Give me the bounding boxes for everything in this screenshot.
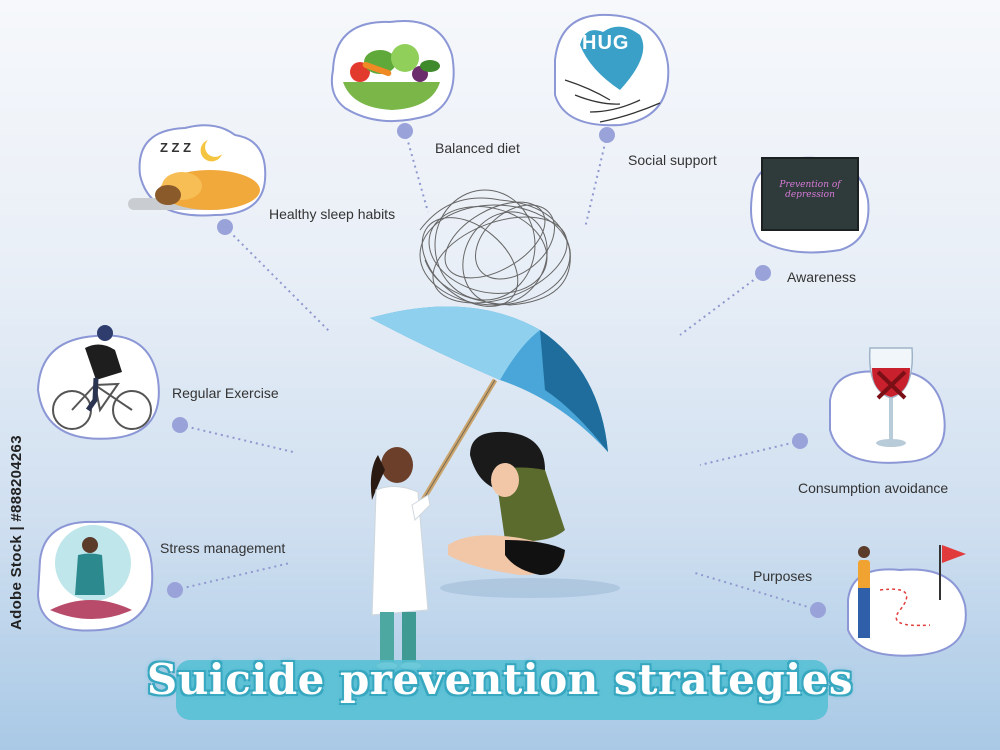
label-stress-management: Stress management (160, 540, 286, 556)
hug-text: HUG (582, 32, 630, 54)
page-title: Suicide prevention strategies (146, 655, 854, 704)
zzz-text: Z Z Z (160, 140, 192, 155)
label-awareness: Awareness (787, 269, 857, 285)
goal-flag-icon (847, 545, 967, 657)
shadow (440, 578, 620, 598)
hug-hands-icon (554, 13, 670, 127)
label-regular-exercise: Regular Exercise (172, 385, 279, 401)
label-balanced-diet: Balanced diet (435, 140, 520, 156)
connector-lines (174, 130, 819, 611)
label-purposes: Purposes (753, 568, 813, 584)
sad-woman-figure (448, 431, 565, 575)
label-consumption-avoidance: Consumption avoidance (798, 480, 949, 496)
label-social-support: Social support (628, 152, 717, 168)
stock-id: Adobe Stock | #888204263 (8, 435, 25, 630)
chalkboard-icon (750, 156, 870, 254)
worry-scribble-icon (419, 189, 571, 307)
connector-dots (167, 123, 826, 618)
sleeping-sheep-icon (128, 124, 267, 217)
meditation-icon (36, 520, 154, 632)
title-background (176, 660, 828, 720)
label-healthy-sleep-habits: Healthy sleep habits (269, 206, 396, 222)
chalkboard-text: Prevention of depression (779, 180, 841, 200)
salad-bowl-icon (330, 20, 455, 123)
cyclist-icon (36, 325, 160, 440)
no-wine-icon (829, 347, 946, 464)
doctor-figure (370, 447, 431, 671)
